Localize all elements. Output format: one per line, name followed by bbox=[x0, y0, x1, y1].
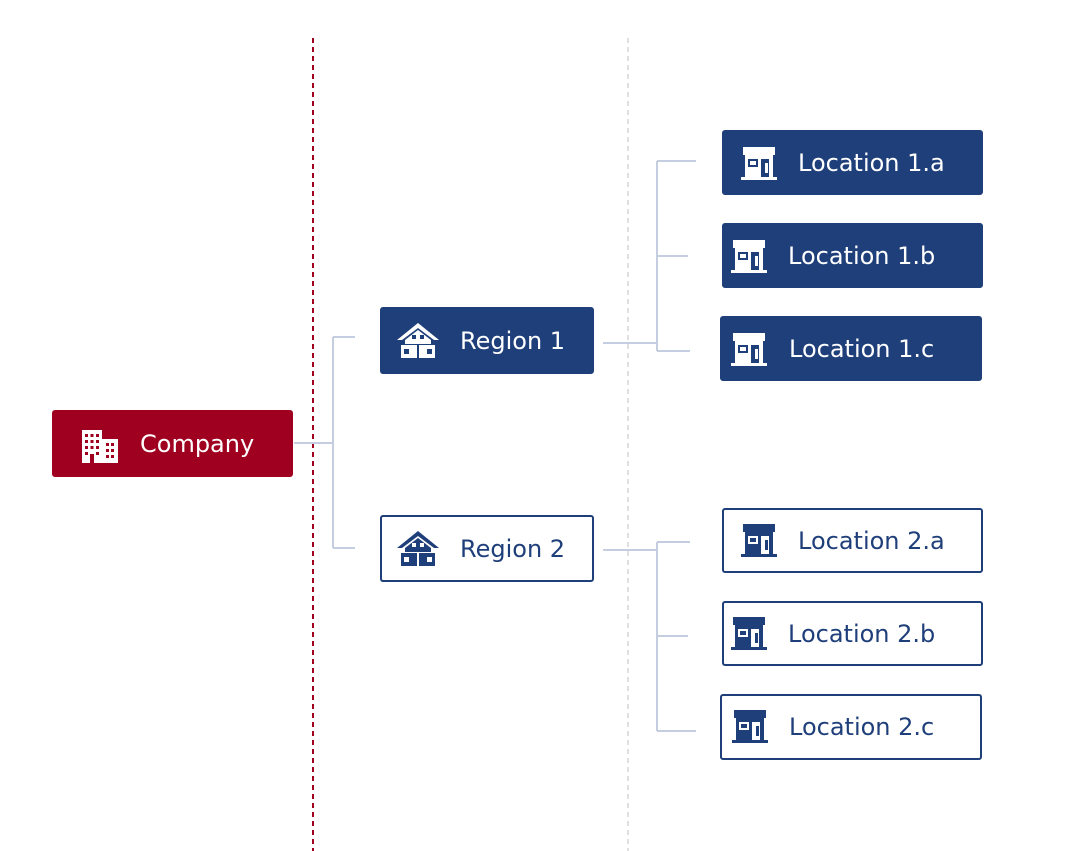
storefront-icon bbox=[731, 240, 767, 273]
tree-connectors bbox=[294, 160, 696, 732]
location-label: Location 1.b bbox=[788, 241, 936, 270]
storefront-icon bbox=[741, 147, 777, 180]
location-label: Location 2.a bbox=[798, 526, 945, 555]
region-label: Region 1 bbox=[460, 326, 566, 355]
storefront-icon bbox=[731, 617, 767, 650]
company-label: Company bbox=[140, 429, 255, 458]
storefront-icon bbox=[732, 710, 768, 743]
location-node-2b[interactable]: Location 2.b bbox=[722, 601, 983, 666]
location-node-1c[interactable]: Location 1.c bbox=[720, 316, 982, 381]
region-node-1[interactable]: Region 1 bbox=[380, 307, 594, 374]
company-node[interactable]: Company bbox=[52, 410, 293, 477]
location-label: Location 2.c bbox=[789, 713, 935, 741]
storefront-icon bbox=[731, 333, 767, 366]
location-node-2a[interactable]: Location 2.a bbox=[722, 508, 983, 573]
storefront-icon bbox=[741, 524, 777, 557]
region-label: Region 2 bbox=[460, 534, 566, 563]
location-node-1b[interactable]: Location 1.b bbox=[722, 223, 983, 288]
region-node-2[interactable]: Region 2 bbox=[380, 515, 594, 582]
office-building-icon bbox=[82, 430, 118, 463]
house-icon bbox=[397, 323, 439, 358]
location-label: Location 1.c bbox=[789, 334, 935, 363]
house-icon bbox=[397, 531, 439, 566]
location-node-1a[interactable]: Location 1.a bbox=[722, 130, 983, 195]
location-label: Location 2.b bbox=[788, 619, 936, 648]
location-node-2c[interactable]: Location 2.c bbox=[720, 694, 982, 760]
location-label: Location 1.a bbox=[798, 148, 945, 177]
